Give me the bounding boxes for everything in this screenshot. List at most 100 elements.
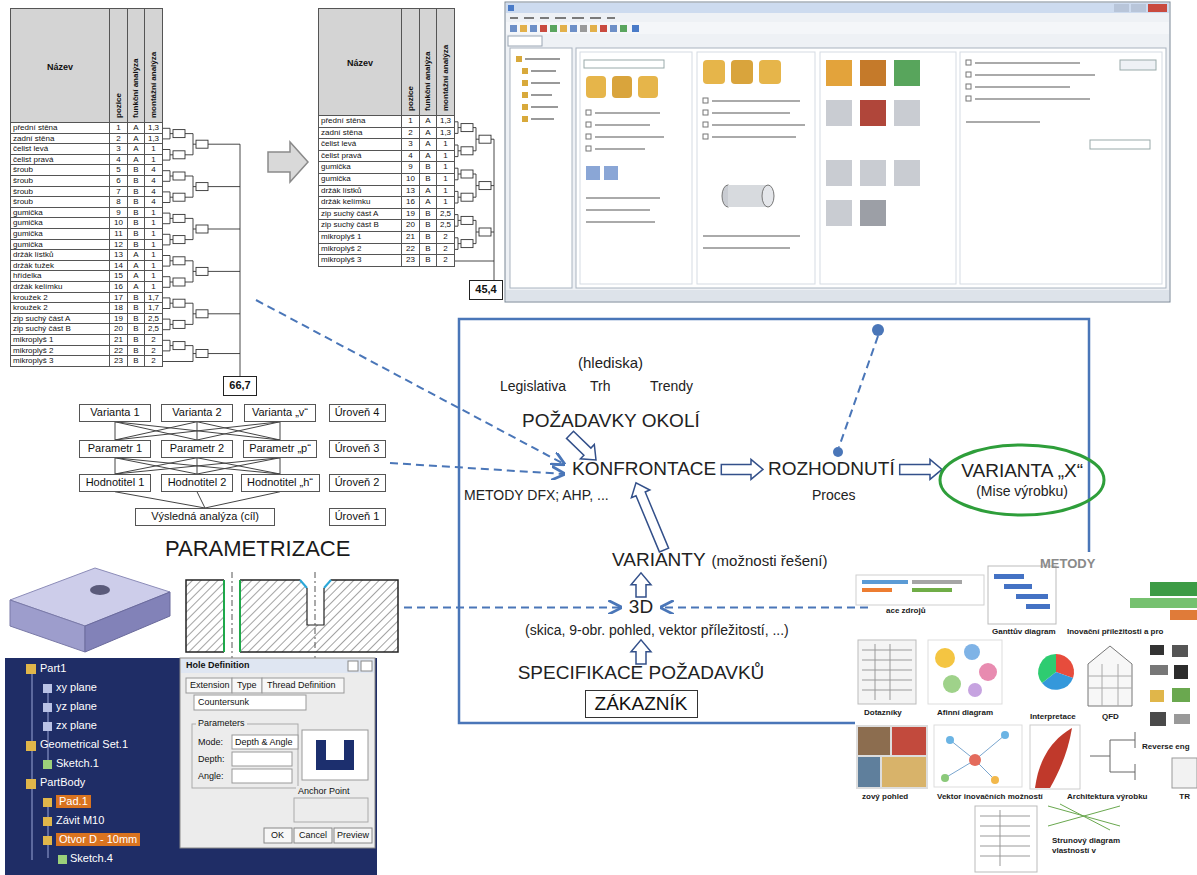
methods-collage [856, 566, 1197, 872]
table-cell: 9 [110, 208, 128, 219]
process-frame: (hlediska)LegislativaTrhTrendyPOŽADAVKY … [458, 318, 1090, 724]
leader-dot [833, 447, 843, 457]
table-cell: 1,3 [437, 128, 455, 140]
box-text: Úroveň 4 [334, 406, 381, 420]
table-cell: 1 [437, 162, 455, 174]
methods-collage [980, 816, 1030, 817]
tree-wire [163, 361, 185, 362]
section-drawing [186, 572, 398, 660]
methods-collage [1090, 756, 1110, 757]
cad-screenshot [43, 817, 52, 826]
section-drawing [239, 580, 241, 652]
tree-node [461, 170, 473, 178]
software-screenshot [595, 124, 650, 126]
hierarchy-link [115, 422, 280, 440]
free-label: Cancel [299, 830, 327, 841]
software-screenshot [759, 60, 781, 84]
tree-wire [163, 181, 170, 182]
methods-collage [1150, 645, 1164, 655]
table-cell: 23 [110, 356, 128, 367]
tree-wire [208, 353, 240, 354]
free-label: Sketch.4 [70, 852, 113, 865]
cad-screenshot [43, 836, 52, 845]
software-screenshot [826, 160, 852, 186]
table-cell: mikroplyš 2 [10, 346, 110, 357]
tree-wire [458, 127, 461, 128]
flow-text: (možnosti řešení) [712, 552, 828, 570]
table-cell: A [128, 250, 145, 261]
table-cell: mikroplyš 1 [318, 232, 402, 244]
tree-wire [455, 261, 473, 262]
cad-screenshot [5, 658, 377, 875]
table-cell: 9 [402, 162, 420, 174]
free-label: Otvor D - 10mm [56, 833, 140, 846]
software-screenshot [506, 22, 1169, 34]
table-cell: držák kelímku [318, 197, 402, 209]
software-screenshot [1114, 4, 1129, 12]
section-drawing [300, 580, 307, 588]
table-cell: 4 [402, 151, 420, 163]
hierarchy-link [280, 458, 281, 474]
cad-screenshot [316, 740, 354, 770]
tree-node [461, 240, 473, 248]
column-header: Název [319, 57, 401, 69]
free-label: Pad.1 [56, 795, 91, 808]
table-cell: mikroplyš 3 [10, 356, 110, 367]
software-screenshot [966, 72, 971, 77]
software-screenshot [712, 112, 790, 114]
table-cell: 1 [437, 174, 455, 186]
table-cell: 11 [110, 229, 128, 240]
table-cell: gumička [10, 208, 110, 219]
free-label: Architektura výrobku [1065, 792, 1149, 802]
cad-screenshot [348, 661, 358, 671]
table-cell: zadní stěna [318, 128, 402, 140]
flow-text: Legislativa [500, 378, 566, 395]
table-cell: 19 [402, 209, 420, 221]
flow-text: SPECIFIKACE POŽADAVKŮ [518, 662, 765, 685]
table-cell: zip suchý část B [10, 324, 110, 335]
tree-wire [163, 276, 170, 277]
software-screenshot [555, 17, 566, 19]
hierarchy-link [205, 492, 280, 508]
tree-wire [185, 361, 193, 362]
cad-screenshot [180, 658, 375, 848]
software-screenshot [1090, 140, 1150, 149]
table-cell: B [128, 176, 145, 187]
free-label: Strunový diagram vlastností v [1050, 836, 1134, 855]
table-cell: A [420, 197, 437, 209]
methods-collage [1088, 676, 1132, 677]
hierarchy-link [115, 458, 280, 474]
methods-collage [862, 588, 892, 592]
free-label: Dotazníky [862, 708, 904, 718]
box-text: Hodnotitel 2 [166, 476, 228, 490]
level-box: Úroveň 3 [329, 440, 386, 458]
tree-wire [163, 138, 170, 139]
flow-arrow [631, 483, 668, 552]
methods-collage [979, 663, 997, 681]
table-cell: čelist levá [318, 139, 402, 151]
methods-collage [946, 736, 954, 744]
software-screenshot [584, 60, 664, 68]
evaluator-box: Hodnotitel 1 [79, 474, 151, 492]
table-cell: 2 [402, 128, 420, 140]
tree-wire [185, 154, 193, 155]
methods-collage [1038, 654, 1056, 683]
methods-collage [975, 806, 1037, 872]
methods-collage [991, 776, 999, 784]
tree-wire [208, 144, 240, 145]
methods-collage [862, 644, 912, 700]
methods-collage [1072, 578, 1197, 624]
table-cell: 3 [110, 144, 128, 155]
software-screenshot [531, 94, 552, 96]
hierarchy-link [197, 422, 280, 440]
methods-collage [1110, 772, 1135, 773]
flow-text: VARIANTY [612, 549, 706, 572]
table-header-cell: funkční analýza [420, 8, 437, 116]
software-screenshot [703, 110, 708, 115]
software-screenshot [894, 100, 920, 126]
software-screenshot [975, 86, 1070, 88]
box-text: Hodnotitel 1 [84, 476, 146, 490]
tree-wire [163, 350, 170, 351]
cad-screenshot [43, 798, 52, 807]
software-screenshot [522, 80, 528, 86]
